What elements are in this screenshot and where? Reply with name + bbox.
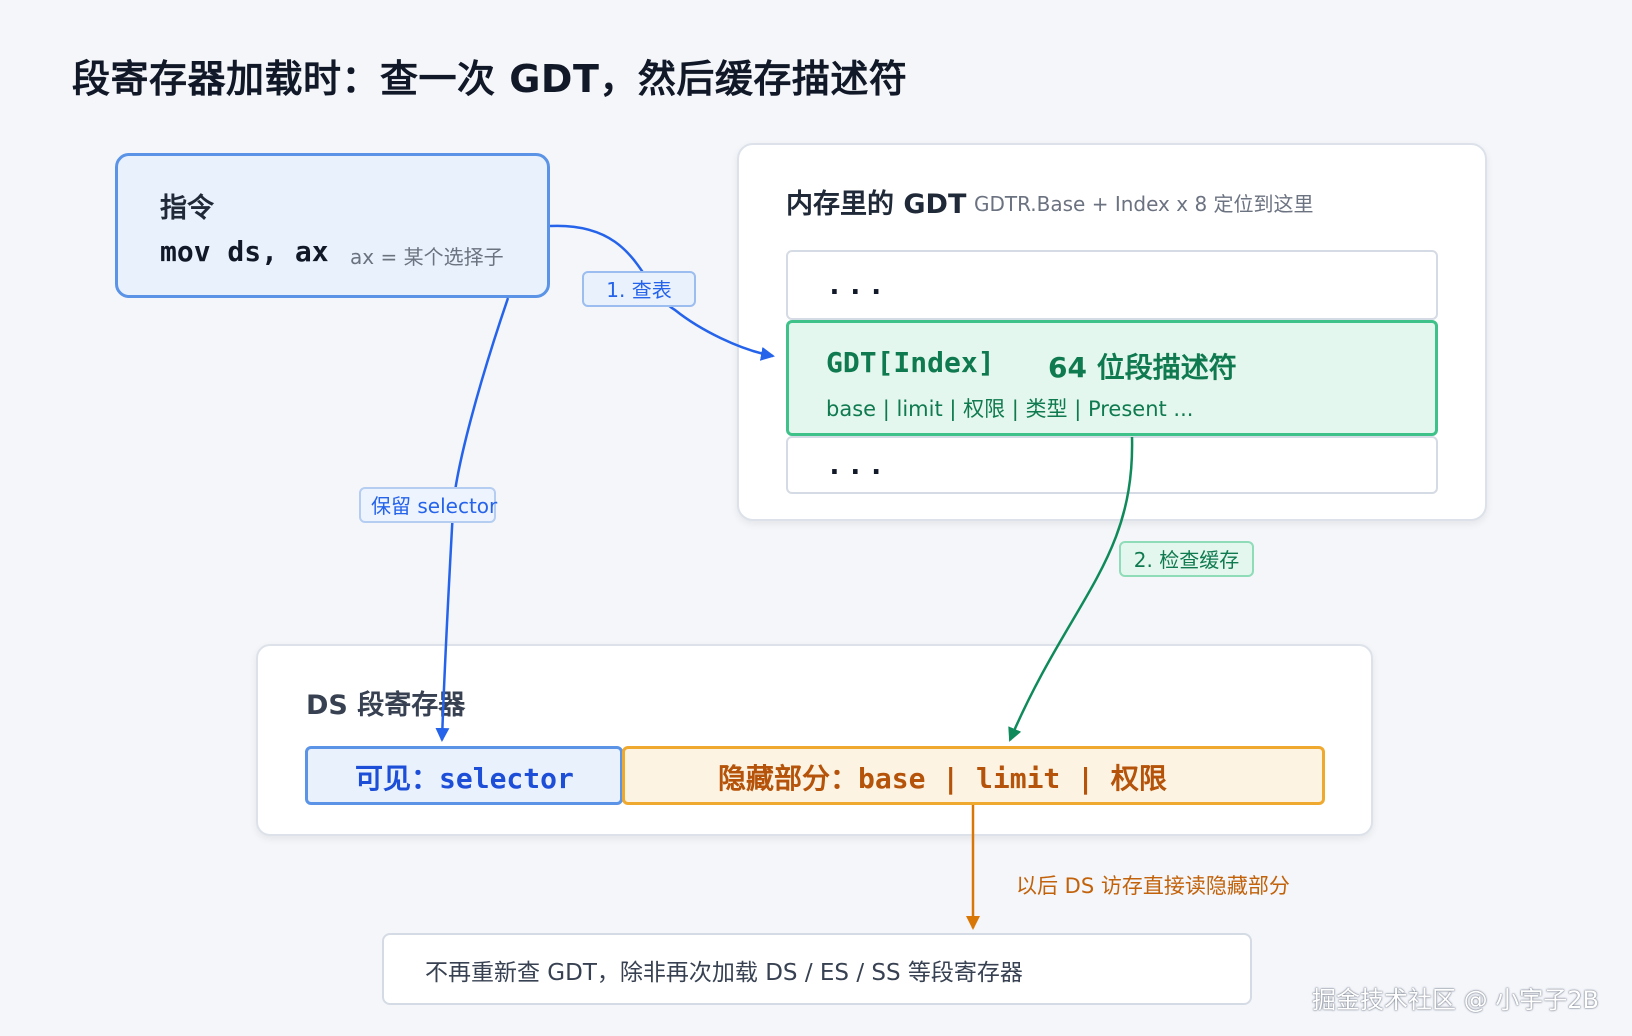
gdt-index-fields: base | limit | 权限 | 类型 | Present ... (826, 397, 1194, 421)
ds-visible-part (305, 746, 623, 805)
gdt-heading: 内存里的 GDT (786, 189, 967, 220)
instruction-box (115, 153, 550, 298)
bottom-note-box (382, 933, 1252, 1005)
after-note: 以后 DS 访存直接读隐藏部分 (1016, 874, 1290, 898)
check-cache-tag: 2. 检查缓存 (1119, 541, 1254, 577)
check-cache-arrow (1008, 436, 1134, 742)
gdt-row-bottom-ellipsis: ... (826, 448, 889, 481)
instruction-note: ax = 某个选择子 (350, 245, 504, 269)
bottom-note: 不再重新查 GDT，除非再次加载 DS / ES / SS 等段寄存器 (425, 960, 1023, 986)
lookup-tag: 1. 查表 (582, 271, 696, 307)
gdt-index-label: GDT[Index] (826, 346, 995, 379)
gdt-index-description: 64 位段描述符 (1048, 351, 1237, 384)
instruction-heading: 指令 (160, 193, 214, 224)
gdt-row-bottom (786, 436, 1438, 494)
ds-register-heading: DS 段寄存器 (306, 690, 466, 721)
instruction-code: mov ds, ax (160, 235, 329, 268)
ds-visible-label: 可见：selector (355, 762, 574, 795)
gdt-row-top-ellipsis: ... (826, 268, 889, 301)
keep-selector-tag: 保留 selector (359, 487, 497, 523)
ds-hidden-label: 隐藏部分：base | limit | 权限 (718, 762, 1167, 795)
gdt-subheading: GDTR.Base + Index x 8 定位到这里 (974, 192, 1314, 216)
watermark: 掘金技术社区 @ 小宇子2B (1312, 986, 1599, 1014)
ds-hidden-part (622, 746, 1325, 805)
page-title: 段寄存器加载时：查一次 GDT，然后缓存描述符 (72, 57, 908, 101)
gdt-row-index (786, 320, 1438, 436)
gdt-row-top (786, 250, 1438, 320)
